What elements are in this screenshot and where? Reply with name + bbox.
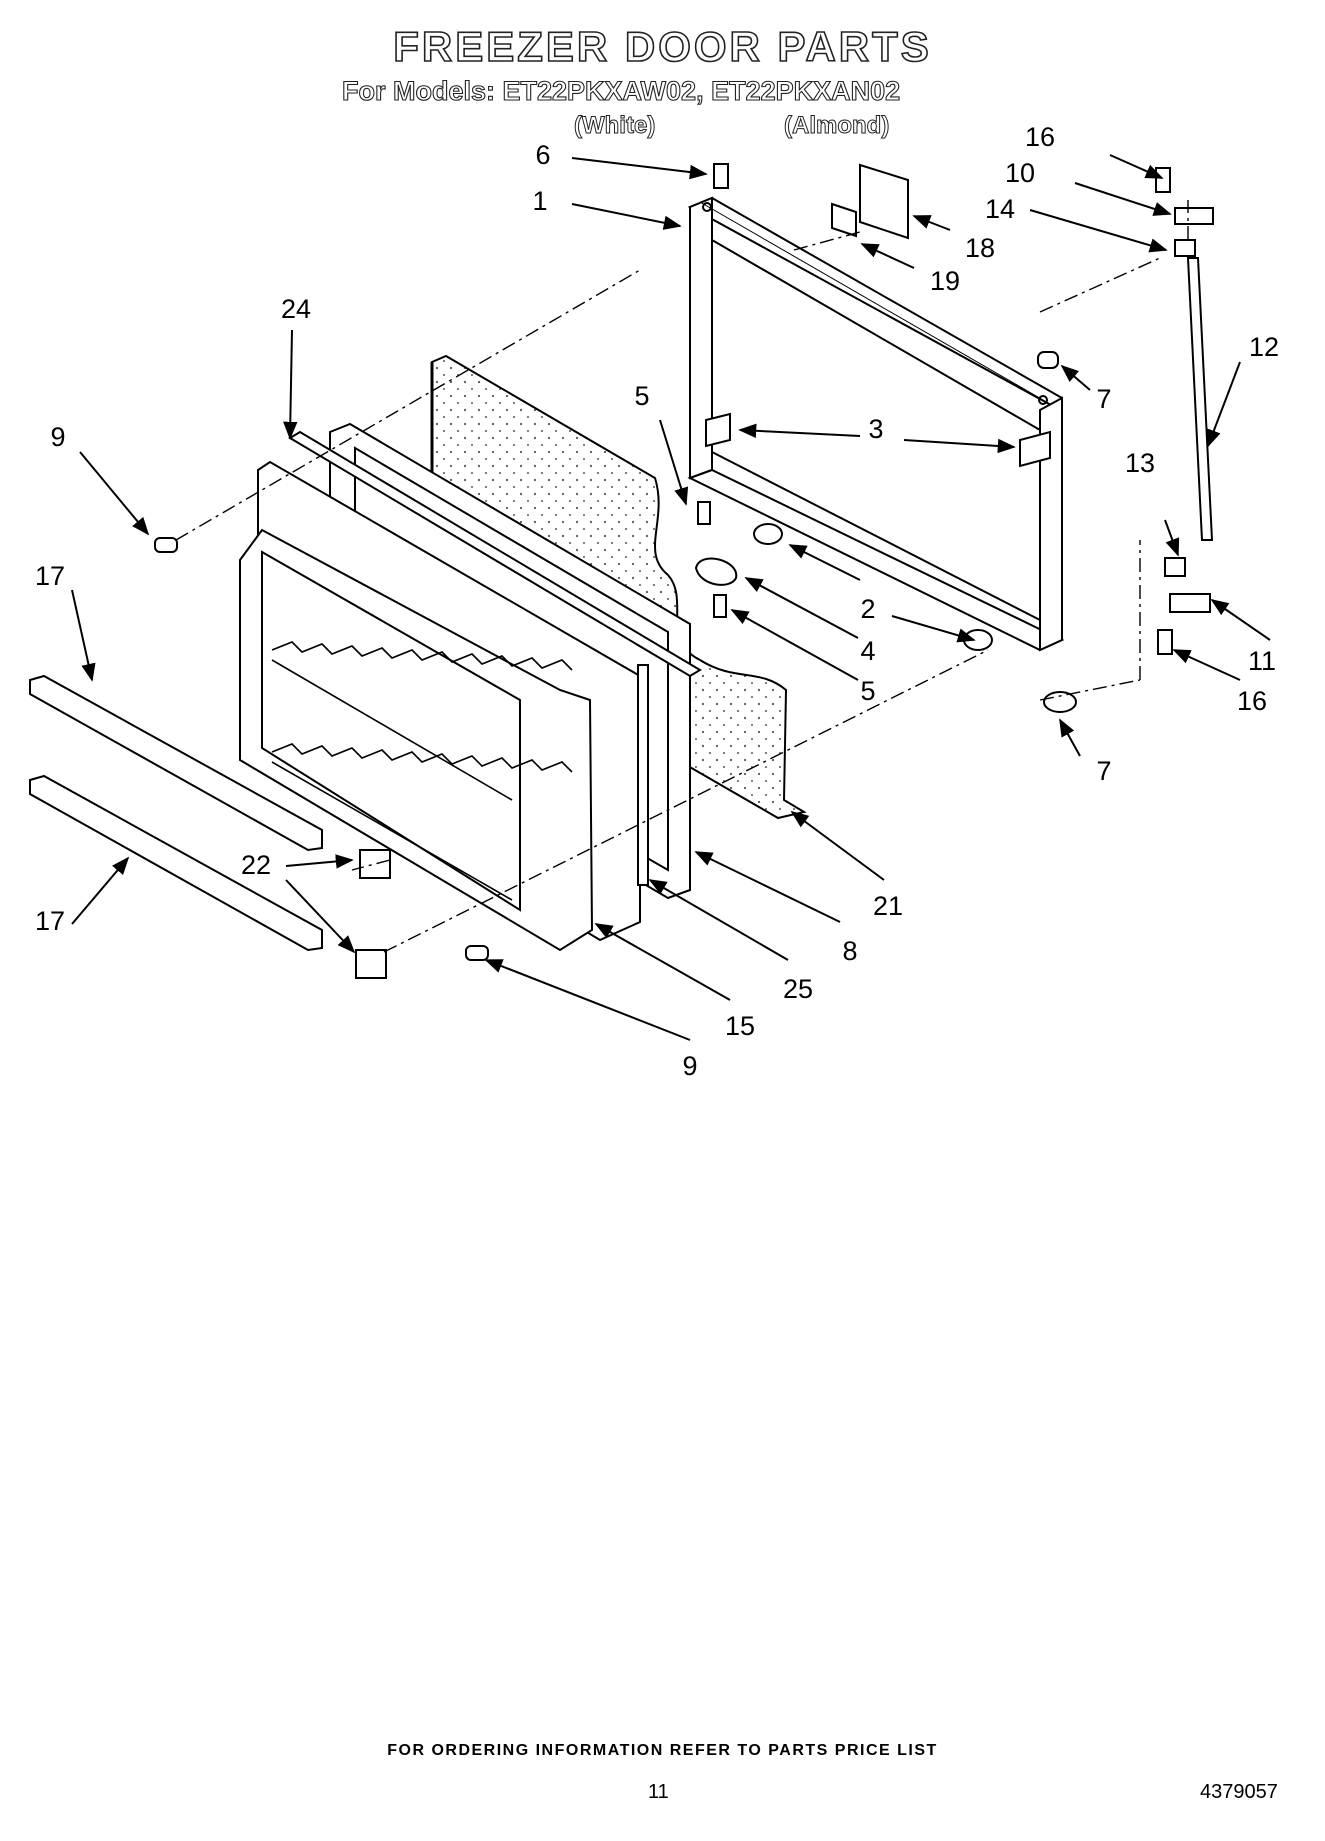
callout-label: 6 bbox=[535, 140, 550, 170]
callout-label: 22 bbox=[241, 850, 271, 880]
callout-label: 1 bbox=[532, 186, 547, 216]
callout-label: 16 bbox=[1237, 686, 1267, 716]
callout-label: 9 bbox=[50, 422, 65, 452]
callout-label: 12 bbox=[1249, 332, 1279, 362]
callout-labels: 1 2 2 3 3 4 5 5 6 7 7 8 9 9 10 11 12 13 … bbox=[35, 122, 1279, 1081]
callout-label: 15 bbox=[725, 1011, 755, 1041]
callout-label: 17 bbox=[35, 906, 65, 936]
callout-label: 9 bbox=[682, 1051, 697, 1081]
callout-label: 13 bbox=[1125, 448, 1155, 478]
callout-label: 2 bbox=[860, 594, 875, 624]
callout-label: 4 bbox=[860, 636, 875, 666]
assembly-guide-lines bbox=[175, 200, 1189, 953]
callout-label: 18 bbox=[965, 233, 995, 263]
callout-label: 24 bbox=[281, 294, 311, 324]
color-almond-label: (Almond) bbox=[783, 112, 890, 139]
trim-strips bbox=[29, 674, 323, 952]
liner-shelf-ribs bbox=[271, 641, 573, 901]
callout-label: 19 bbox=[930, 266, 960, 296]
ordering-note: FOR ORDERING INFORMATION REFER TO PARTS … bbox=[387, 1742, 938, 1759]
callout-label: 21 bbox=[873, 891, 903, 921]
callout-label: 7 bbox=[1096, 384, 1111, 414]
leader-arrows bbox=[71, 154, 1271, 1041]
callout-label: 8 bbox=[842, 936, 857, 966]
callout-label: 11 bbox=[1248, 646, 1276, 676]
callout-label: 5 bbox=[860, 676, 875, 706]
callout-label: 14 bbox=[985, 194, 1015, 224]
callout-label: 25 bbox=[783, 974, 813, 1004]
callout-label: 3 bbox=[868, 414, 883, 444]
exploded-parts-diagram: 1 2 2 3 3 4 5 5 6 7 7 8 9 9 10 11 12 13 … bbox=[29, 122, 1279, 1081]
callout-label: 5 bbox=[634, 381, 649, 411]
page-number: 11 bbox=[648, 1781, 669, 1803]
callout-label: 7 bbox=[1096, 756, 1111, 786]
callout-label: 16 bbox=[1025, 122, 1055, 152]
outer-door-panel bbox=[687, 196, 1065, 652]
color-white-label: (White) bbox=[573, 112, 656, 139]
callout-label: 10 bbox=[1005, 158, 1035, 188]
page-title: FREEZER DOOR PARTS bbox=[392, 23, 932, 70]
small-hardware-parts bbox=[154, 163, 1214, 979]
door-liner bbox=[239, 422, 691, 952]
callout-label: 17 bbox=[35, 561, 65, 591]
document-number: 4379057 bbox=[1200, 1781, 1278, 1803]
models-line: For Models: ET22PKXAW02, ET22PKXAN02 bbox=[341, 76, 901, 106]
